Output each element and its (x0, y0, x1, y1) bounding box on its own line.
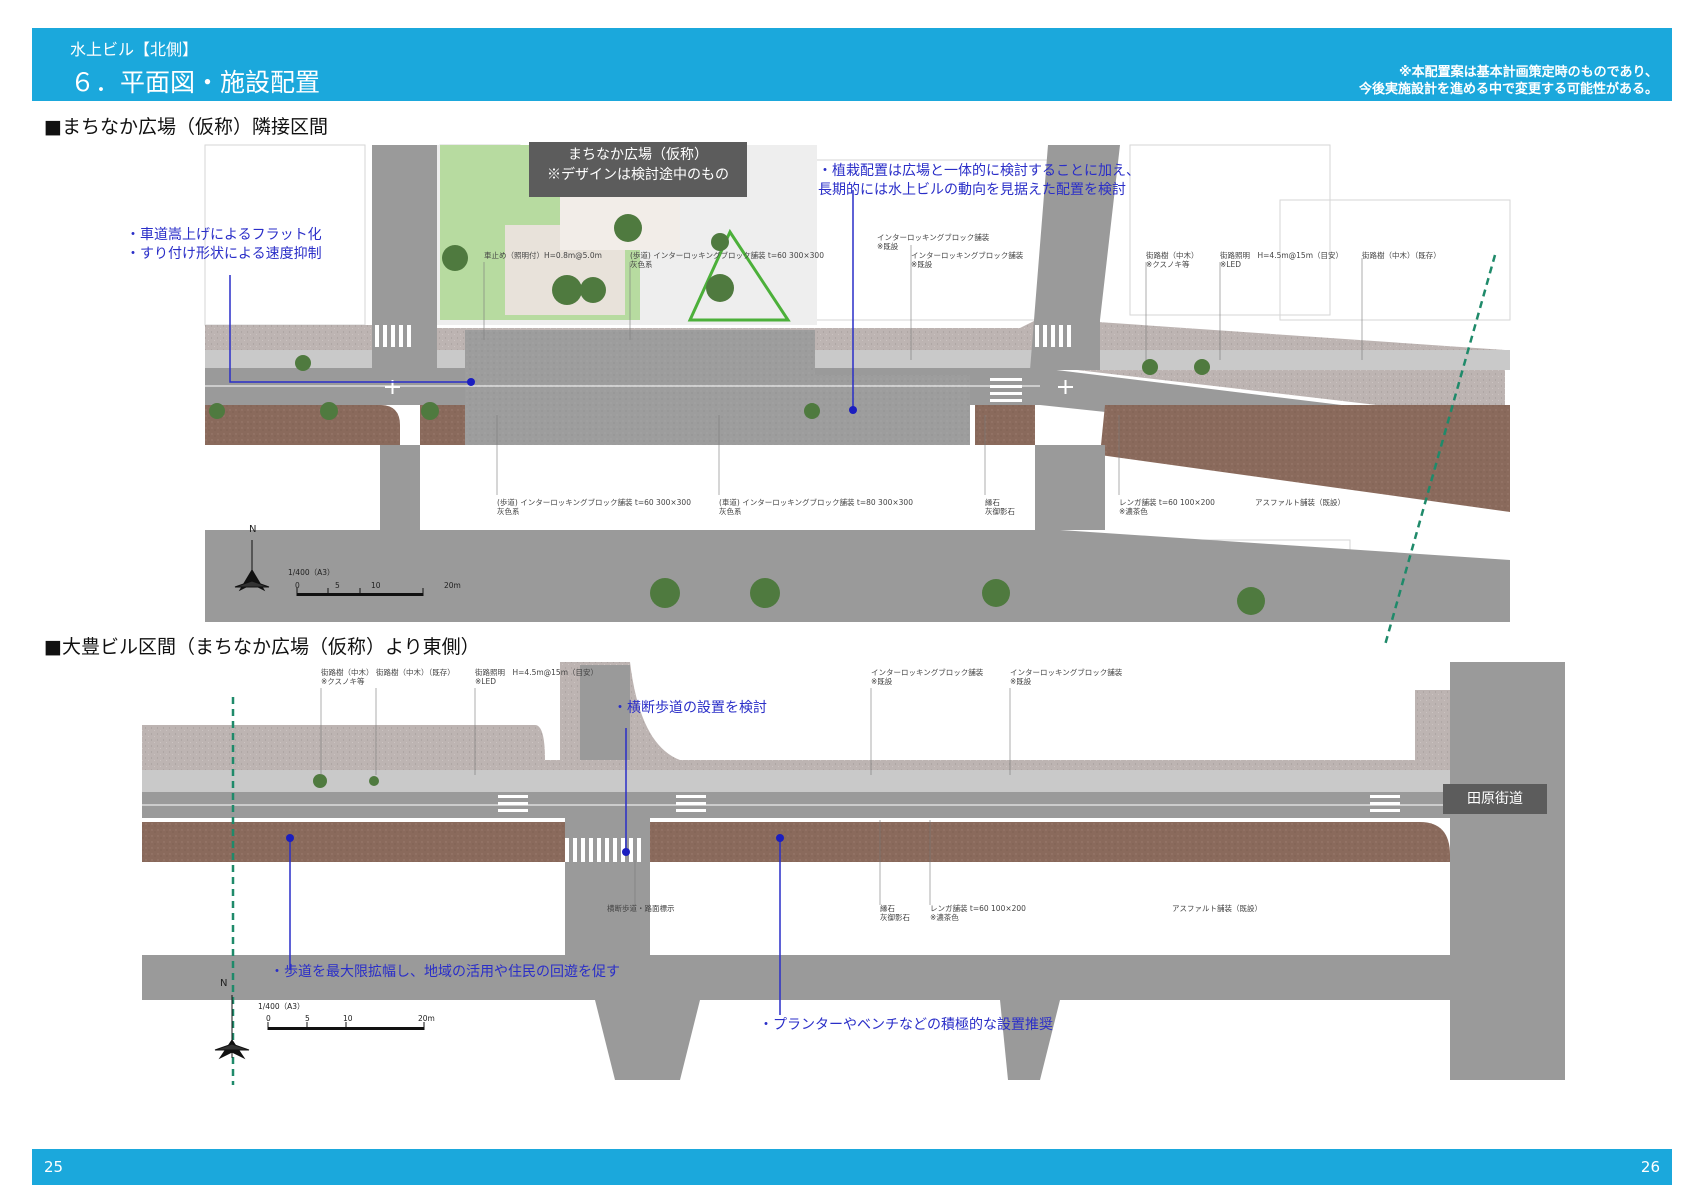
label-walk-ilb-a: (歩道) インターロッキングブロック舗装 t=60 300×300 灰色系 (630, 251, 824, 269)
south-brick-1 (205, 405, 400, 445)
label-tree-mid-b: ※クスノキ等 (1146, 260, 1190, 269)
label-asphalt: アスファルト舗装（既設） (1255, 498, 1345, 507)
label-curb-1: 縁石 (985, 498, 1000, 507)
compass-north-1: N (249, 524, 257, 535)
label2-street-lamp-a: 街路照明 H=4.5m@15m（目安） (475, 668, 599, 677)
annotation-flat-road-line2: ・すり付け形状による速度抑制 (126, 246, 322, 262)
label-brick-2: ※濃茶色 (1119, 507, 1148, 516)
label2-ilb-existing-1-b: ※既設 (871, 677, 893, 686)
label2-curb-2: 灰御影石 (880, 913, 910, 922)
annotation-flat-road-line1: ・車道嵩上げによるフラット化 (126, 227, 322, 243)
south-road-1 (205, 530, 1510, 622)
label-tree-mid: 街路樹（中木） ※クスノキ等 (1146, 251, 1199, 269)
label2-ilb-existing-1-a: インターロッキングブロック舗装 (871, 668, 984, 677)
label-brick: レンガ舗装 t=60 100×200 ※濃茶色 (1119, 498, 1215, 516)
header-bar: 水上ビル【北側】 ６．平面図・施設配置 ※本配置案は基本計画策定時のものであり、… (32, 28, 1672, 101)
label2-tree-mid-b: ※クスノキ等 (321, 677, 365, 686)
scale-tick-1-5: 5 (335, 581, 340, 590)
scale-tick-2-5: 5 (305, 1014, 310, 1023)
label2-ilb-existing-1: インターロッキングブロック舗装 ※既設 (871, 668, 983, 686)
label-walk-ilb-a-2: 灰色系 (630, 260, 653, 269)
label2-tree-existing: 街路樹（中木）（既存） (376, 668, 455, 677)
scale-label-2: 1/400（A3） (258, 1002, 305, 1011)
label2-brick-1: レンガ舗装 t=60 100×200 (930, 904, 1026, 913)
scale-tick-2-20: 20m (418, 1014, 435, 1023)
label-tree-existing: 街路樹（中木）（既存） (1362, 251, 1441, 260)
annotation-planting-line1: ・植栽配置は広場と一体的に検討することに加え、 (818, 163, 1140, 179)
label2-tree-mid: 街路樹（中木） ※クスノキ等 (321, 668, 374, 686)
label-walk-ilb-b-2: 灰色系 (497, 507, 520, 516)
label2-brick: レンガ舗装 t=60 100×200 ※濃茶色 (930, 904, 1026, 922)
label-ilb-existing-2-b: ※既設 (911, 260, 933, 269)
label-road-ilb-1: (車道) インターロッキングブロック舗装 t=80 300×300 (719, 498, 913, 507)
section1-title: ■まちなか広場（仮称）隣接区間 (44, 116, 328, 138)
label-ilb-existing-2-a: インターロッキングブロック舗装 (911, 251, 1024, 260)
label2-ilb-existing-2: インターロッキングブロック舗装 ※既設 (1010, 668, 1122, 686)
label2-curb-1: 縁石 (880, 904, 895, 913)
label-brick-1: レンガ舗装 t=60 100×200 (1119, 498, 1215, 507)
footer-bar: 25 26 (32, 1149, 1672, 1185)
south-brick-2 (142, 822, 565, 862)
annotation-planting: ・植栽配置は広場と一体的に検討することに加え、 長期的には水上ビルの動向を見据え… (818, 162, 1140, 200)
label2-street-lamp: 街路照明 H=4.5m@15m（目安） ※LED (475, 668, 598, 686)
page-number-right: 26 (1640, 1158, 1660, 1176)
label2-street-lamp-b: ※LED (475, 677, 496, 686)
label2-ilb-existing-2-b: ※既設 (1010, 677, 1032, 686)
header-note-line2: 今後実施設計を進める中で変更する可能性がある。 (1358, 82, 1658, 97)
plan1 (204, 144, 1511, 646)
side-road-1 (372, 145, 437, 370)
annotation-crosswalk: ・横断歩道の設置を検討 (613, 700, 767, 716)
label-ilb-existing-1-b: ※既設 (877, 242, 899, 251)
annotation-planting-line2: 長期的には水上ビルの動向を見据えた配置を検討 (818, 182, 1126, 198)
label-curb: 縁石 灰御影石 (985, 498, 1015, 516)
label-tree-mid-a: 街路樹（中木） (1146, 251, 1199, 260)
label2-tree-mid-a: 街路樹（中木） (321, 668, 374, 677)
header-note: ※本配置案は基本計画策定時のものであり、 今後実施設計を進める中で変更する可能性… (1359, 64, 1658, 98)
annotation-widen-sidewalk: ・歩道を最大限拡幅し、地域の活用や住民の回遊を促す (270, 964, 620, 980)
label-road-ilb: (車道) インターロッキングブロック舗装 t=80 300×300 灰色系 (719, 498, 913, 516)
plaza-name-box: まちなか広場（仮称） ※デザインは検討途中のもの (529, 142, 747, 197)
label2-brick-2: ※濃茶色 (930, 913, 959, 922)
plaza-name-line1: まちなか広場（仮称） (568, 147, 708, 163)
label-ilb-existing-2: インターロッキングブロック舗装 ※既設 (911, 251, 1023, 269)
annotation-flat-road: ・車道嵩上げによるフラット化 ・すり付け形状による速度抑制 (126, 226, 322, 264)
section-divider-1 (1383, 254, 1497, 646)
label2-ilb-existing-2-a: インターロッキングブロック舗装 (1010, 668, 1123, 677)
header-subtitle: 水上ビル【北側】 (70, 40, 199, 59)
label-curb-2: 灰御影石 (985, 507, 1015, 516)
page-number-left: 25 (44, 1158, 64, 1176)
label-walk-ilb-a-1: (歩道) インターロッキングブロック舗装 t=60 300×300 (630, 251, 824, 260)
compass-north-2: N (220, 978, 228, 989)
label-street-lamp-b: ※LED (1220, 260, 1241, 269)
plan2 (142, 662, 1565, 1085)
scale-tick-1-10: 10 (371, 581, 381, 590)
header-note-line1: ※本配置案は基本計画策定時のものであり、 (1399, 65, 1658, 80)
plaza-name-line2: ※デザインは検討途中のもの (547, 167, 729, 183)
label-walk-ilb-b-1: (歩道) インターロッキングブロック舗装 t=60 300×300 (497, 498, 691, 507)
north-sidewalk-2 (142, 662, 1450, 790)
scale-label-1: 1/400（A3） (288, 568, 335, 577)
label-walk-ilb-b: (歩道) インターロッキングブロック舗装 t=60 300×300 灰色系 (497, 498, 691, 516)
tahara-road-label: 田原街道 (1443, 784, 1547, 814)
label-ilb-existing-1-a: インターロッキングブロック舗装 (877, 233, 990, 242)
label-street-lamp-a: 街路照明 H=4.5m@15m（目安） (1220, 251, 1344, 260)
section2-title: ■大豊ビル区間（まちなか広場（仮称）より東側） (44, 636, 480, 658)
label2-asphalt: アスファルト舗装（既設） (1172, 904, 1262, 913)
page-title: ６．平面図・施設配置 (70, 68, 321, 97)
label-street-lamp: 街路照明 H=4.5m@15m（目安） ※LED (1220, 251, 1343, 269)
label2-curb: 縁石 灰御影石 (880, 904, 910, 922)
label2-crossing-sign: 横断歩道・路面標示 (607, 904, 675, 913)
label-ilb-existing-1: インターロッキングブロック舗装 ※既設 (877, 233, 989, 251)
label-bollard: 車止め（照明付）H=0.8m@5.0m (484, 251, 602, 260)
scale-tick-1-20: 20m (444, 581, 461, 590)
annotation-planter: ・プランターやベンチなどの積極的な設置推奨 (759, 1017, 1053, 1033)
scale-tick-2-10: 10 (343, 1014, 353, 1023)
scale-tick-1-0: 0 (295, 581, 300, 590)
scale-tick-2-0: 0 (266, 1014, 271, 1023)
label-road-ilb-2: 灰色系 (719, 507, 742, 516)
